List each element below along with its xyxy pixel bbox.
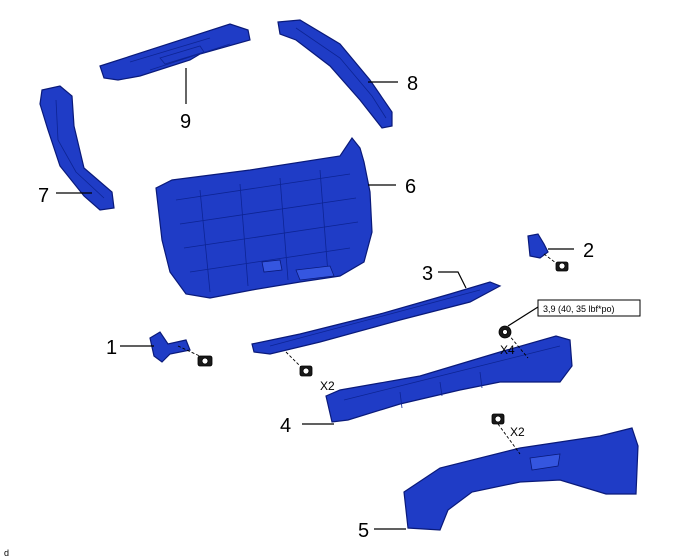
part-2-right-bracket <box>527 233 549 259</box>
corner-mark: d <box>4 548 9 558</box>
clip-part-5 <box>491 413 521 455</box>
quantity-nut: X4 <box>500 343 515 357</box>
quantity-clip-lower: X2 <box>510 425 525 439</box>
callout-3: 3 <box>422 263 433 285</box>
bolt-part-2 <box>543 253 569 272</box>
nut-part-4 <box>498 325 529 359</box>
callout-4: 4 <box>280 415 291 437</box>
quantity-clip-upper: X2 <box>320 379 335 393</box>
callout-7: 7 <box>38 185 49 207</box>
clip-part-3 <box>285 351 313 377</box>
part-6-door-panel <box>155 136 373 299</box>
torque-spec-box: 3,9 (40, 35 lbf*po) <box>507 299 641 327</box>
part-9-upper-trim <box>99 23 251 81</box>
part-5-bottom-trim-panel <box>403 427 639 531</box>
callout-9: 9 <box>180 111 191 133</box>
part-3-garnish-strip <box>251 281 502 355</box>
part-8-right-pillar-trim <box>277 19 393 129</box>
bolt-part-1 <box>177 345 213 367</box>
callout-8: 8 <box>407 73 418 95</box>
part-1-left-bracket <box>149 331 191 363</box>
callout-2: 2 <box>583 240 594 262</box>
leader-3 <box>438 271 467 289</box>
callout-5: 5 <box>358 520 369 542</box>
torque-spec-text: 3,9 (40, 35 lbf*po) <box>543 304 615 314</box>
part-7-left-pillar-trim <box>39 85 115 211</box>
part-4-lower-garnish <box>325 335 573 423</box>
callout-1: 1 <box>106 337 117 359</box>
callout-6: 6 <box>405 176 416 198</box>
